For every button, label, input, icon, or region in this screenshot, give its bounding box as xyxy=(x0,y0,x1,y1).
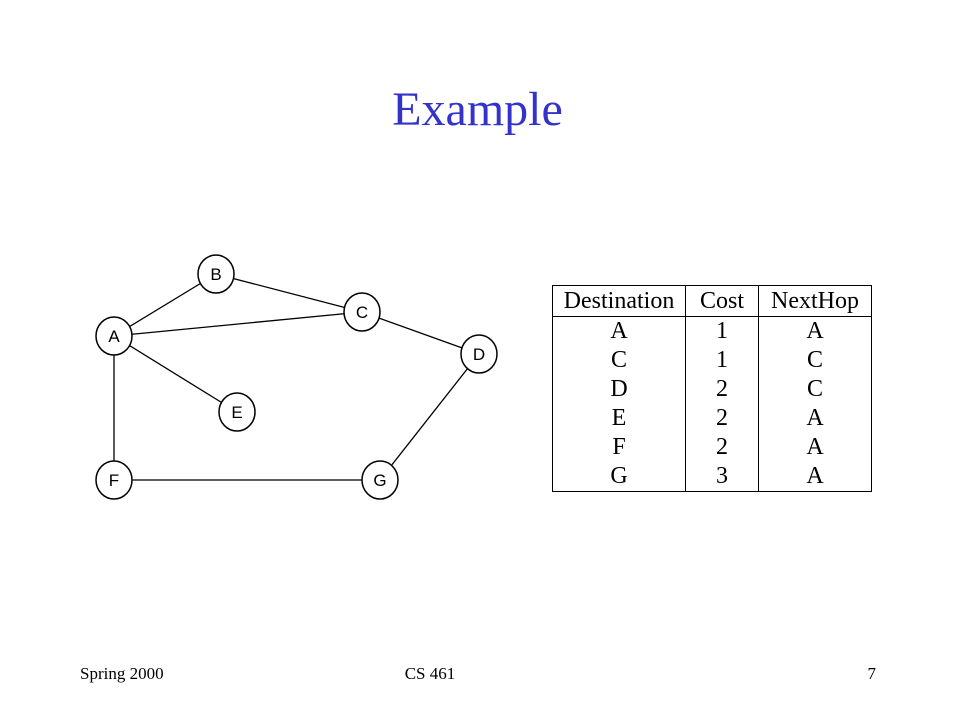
edge-a-c xyxy=(113,311,363,337)
graph-edges xyxy=(113,273,480,481)
cell-destination: E xyxy=(552,404,686,433)
edge-d-g xyxy=(379,353,480,481)
node-label-d: D xyxy=(473,345,485,364)
cell-destination: F xyxy=(552,433,686,462)
cell-nexthop: A xyxy=(758,404,872,433)
graph-node-g: G xyxy=(361,460,399,500)
footer-course: CS 461 xyxy=(404,664,456,683)
column-header-cost: Cost xyxy=(685,285,759,317)
table-row: F 2 A xyxy=(552,433,872,462)
table-header-row: Destination Cost NextHop xyxy=(552,285,872,317)
table-row: G 3 A xyxy=(552,462,872,492)
node-label-b: B xyxy=(210,265,221,284)
graph-node-a: A xyxy=(95,316,133,356)
cell-cost: 1 xyxy=(685,316,759,346)
routing-table: Destination Cost NextHop A 1 A C 1 C D 2… xyxy=(552,285,872,492)
cell-nexthop: A xyxy=(758,316,872,346)
footer-page-number: 7 xyxy=(867,664,877,683)
edge-a-b xyxy=(113,273,217,337)
cell-cost: 2 xyxy=(685,375,759,404)
cell-cost: 2 xyxy=(685,404,759,433)
graph-node-f: F xyxy=(95,460,133,500)
table-row: A 1 A xyxy=(552,316,872,346)
slide-title: Example xyxy=(392,83,563,136)
cell-cost: 1 xyxy=(685,346,759,375)
cell-nexthop: C xyxy=(758,375,872,404)
column-header-destination: Destination xyxy=(552,285,686,317)
cell-nexthop: C xyxy=(758,346,872,375)
cell-nexthop: A xyxy=(758,462,872,492)
cell-destination: A xyxy=(552,316,686,346)
node-label-c: C xyxy=(356,303,368,322)
edge-a-e xyxy=(113,335,238,413)
graph-node-c: C xyxy=(343,292,381,332)
node-label-e: E xyxy=(231,403,242,422)
edge-c-d xyxy=(361,311,480,355)
cell-destination: D xyxy=(552,375,686,404)
footer-date: Spring 2000 xyxy=(80,664,164,683)
graph-node-b: B xyxy=(197,254,235,294)
table-row: D 2 C xyxy=(552,375,872,404)
node-label-g: G xyxy=(373,471,386,490)
cell-nexthop: A xyxy=(758,433,872,462)
column-header-nexthop: NextHop xyxy=(758,285,872,317)
table-row: C 1 C xyxy=(552,346,872,375)
node-label-f: F xyxy=(109,471,119,490)
node-label-a: A xyxy=(108,327,120,346)
edge-b-c xyxy=(215,273,363,313)
graph-node-e: E xyxy=(218,392,256,432)
table-row: E 2 A xyxy=(552,404,872,433)
cell-destination: C xyxy=(552,346,686,375)
cell-cost: 2 xyxy=(685,433,759,462)
cell-cost: 3 xyxy=(685,462,759,492)
cell-destination: G xyxy=(552,462,686,492)
graph-node-d: D xyxy=(460,334,498,374)
